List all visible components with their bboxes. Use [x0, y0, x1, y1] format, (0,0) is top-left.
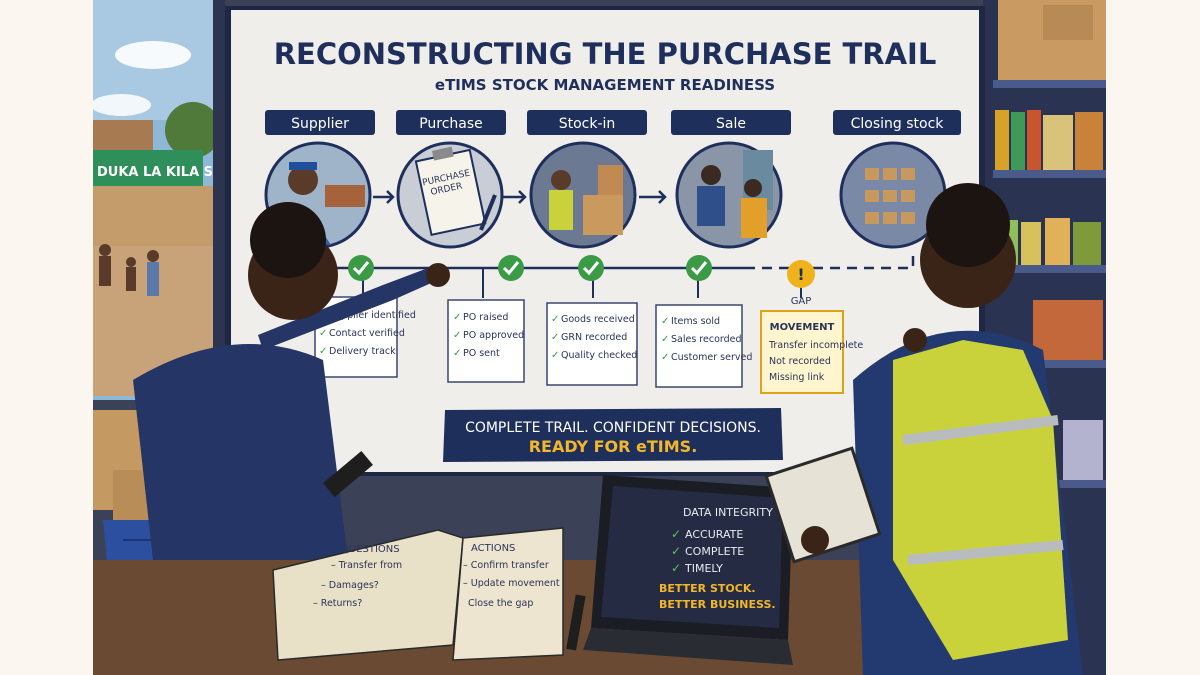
- notebook-left-line2: – Damages?: [321, 580, 379, 591]
- board-subtitle: eTIMS STOCK MANAGEMENT READINESS: [435, 76, 775, 94]
- gap-card-line1: Transfer incomplete: [768, 340, 863, 351]
- stage-label-closing-bg: [833, 110, 961, 135]
- svg-text:✓: ✓: [453, 330, 461, 341]
- stage-label-stockin: Stock-in: [559, 116, 616, 132]
- stage-circles: PURCHASE ORDER: [264, 141, 947, 249]
- stage-label-supplier-bg: [265, 110, 375, 135]
- illustration-scene: DUKA LA KILA SIKU: [93, 0, 1106, 675]
- svg-text:✓: ✓: [551, 332, 559, 343]
- notebook-left-title: QUESTIONS: [341, 544, 400, 555]
- tablet: DATA INTEGRITY ✓ ACCURATE ✓ COMPLETE ✓ T…: [583, 475, 793, 665]
- pen: [566, 594, 586, 651]
- stage-label-supplier: Supplier: [291, 116, 349, 132]
- tablet-check-icon: ✓: [671, 544, 681, 558]
- stockin-card: Goods received GRN recorded Quality chec…: [546, 302, 638, 386]
- stage-labels: Supplier Purchase Stock-in Sale Closing …: [265, 110, 961, 135]
- tablet-check-icon: ✓: [671, 561, 681, 575]
- purchase-card-line2: PO approved: [463, 330, 524, 341]
- tablet-title: DATA INTEGRITY: [683, 506, 773, 519]
- check-icon: [578, 255, 604, 281]
- svg-text:!: !: [797, 265, 804, 284]
- stockin-card-line1: Goods received: [561, 314, 635, 325]
- notebook-left-line1: – Transfer from: [331, 560, 402, 571]
- check-markers: !: [348, 255, 815, 288]
- man-with-clipboard: [764, 183, 1083, 675]
- gap-label: GAP: [791, 296, 812, 307]
- svg-text:✓: ✓: [661, 334, 669, 345]
- notebook: QUESTIONS – Transfer from – Damages? – R…: [272, 527, 564, 661]
- purchase-card-line3: PO sent: [463, 348, 500, 359]
- svg-text:✓: ✓: [453, 312, 461, 323]
- svg-text:✓: ✓: [453, 348, 461, 359]
- street-window: DUKA LA KILA SIKU: [93, 0, 238, 420]
- svg-text:✓: ✓: [551, 350, 559, 361]
- supplier-card-line1: Supplier identified: [329, 310, 416, 321]
- gap-card-title: MOVEMENT: [770, 322, 835, 333]
- stage-label-stockin-bg: [527, 110, 647, 135]
- tablet-footer1: BETTER STOCK.: [659, 582, 756, 595]
- gap-card-line2: Not recorded: [769, 356, 831, 367]
- notebook-right-line3: Close the gap: [468, 598, 533, 609]
- tablet-item-3: TIMELY: [684, 562, 723, 575]
- tablet-item-2: COMPLETE: [685, 545, 744, 558]
- step-cards: Supplier identified Contact verified Del…: [314, 296, 863, 394]
- banner-line2: READY FOR eTIMS.: [529, 437, 698, 456]
- supplier-card-line2: Contact verified: [329, 328, 405, 339]
- stockin-card-line2: GRN recorded: [561, 332, 627, 343]
- svg-text:✓: ✓: [551, 314, 559, 325]
- check-icon: [348, 255, 374, 281]
- stockin-card-line3: Quality checked: [561, 350, 637, 361]
- sale-circle: [675, 141, 783, 249]
- svg-text:✓: ✓: [661, 316, 669, 327]
- check-icon: [498, 255, 524, 281]
- board-title: RECONSTRUCTING THE PURCHASE TRAIL: [274, 37, 937, 71]
- stage-label-purchase-bg: [396, 110, 506, 135]
- closing-stock-circle: [839, 141, 947, 249]
- purchase-card-line1: PO raised: [463, 312, 508, 323]
- stage-label-sale: Sale: [716, 116, 746, 132]
- banner: COMPLETE TRAIL. CONFIDENT DECISIONS. REA…: [443, 408, 783, 462]
- stage-label-sale-bg: [671, 110, 791, 135]
- stockin-circle: [529, 141, 637, 249]
- street-sign-text: DUKA LA KILA SIKU: [97, 165, 238, 180]
- gap-card: MOVEMENT Transfer incomplete Not recorde…: [760, 310, 863, 394]
- arrow-2: [503, 190, 527, 204]
- gap-card-line3: Missing link: [769, 372, 825, 383]
- flow-arrows: [373, 190, 667, 204]
- svg-text:✓: ✓: [319, 346, 327, 357]
- notebook-right-title: ACTIONS: [471, 543, 515, 554]
- supplier-card-line3: Delivery track: [329, 346, 396, 357]
- stage-label-closing: Closing stock: [851, 116, 945, 132]
- tablet-check-icon: ✓: [671, 527, 681, 541]
- sale-card-line2: Sales recorded: [671, 334, 742, 345]
- tablet-footer2: BETTER BUSINESS.: [659, 598, 776, 611]
- banner-line1: COMPLETE TRAIL. CONFIDENT DECISIONS.: [465, 420, 761, 436]
- tablet-item-1: ACCURATE: [685, 528, 743, 541]
- warning-icon: !: [787, 260, 815, 288]
- stage-label-purchase: Purchase: [419, 116, 483, 132]
- svg-text:✓: ✓: [661, 352, 669, 363]
- sale-card: Items sold Sales recorded Customer serve…: [655, 304, 752, 388]
- arrow-3: [639, 190, 667, 204]
- notebook-right-line1: – Confirm transfer: [463, 560, 549, 571]
- arrow-1: [373, 190, 395, 204]
- woman-pointing: [133, 202, 450, 560]
- purchase-card: PO raised PO approved PO sent ✓ ✓ ✓: [447, 299, 525, 383]
- sale-card-line3: Customer served: [671, 352, 752, 363]
- check-icon: [686, 255, 712, 281]
- sale-card-line1: Items sold: [671, 316, 720, 327]
- purchase-order-circle: PURCHASE ORDER: [396, 141, 504, 249]
- notebook-right-line2: – Update movement: [463, 578, 560, 589]
- notebook-left-line3: – Returns?: [313, 598, 362, 609]
- svg-text:✓: ✓: [319, 328, 327, 339]
